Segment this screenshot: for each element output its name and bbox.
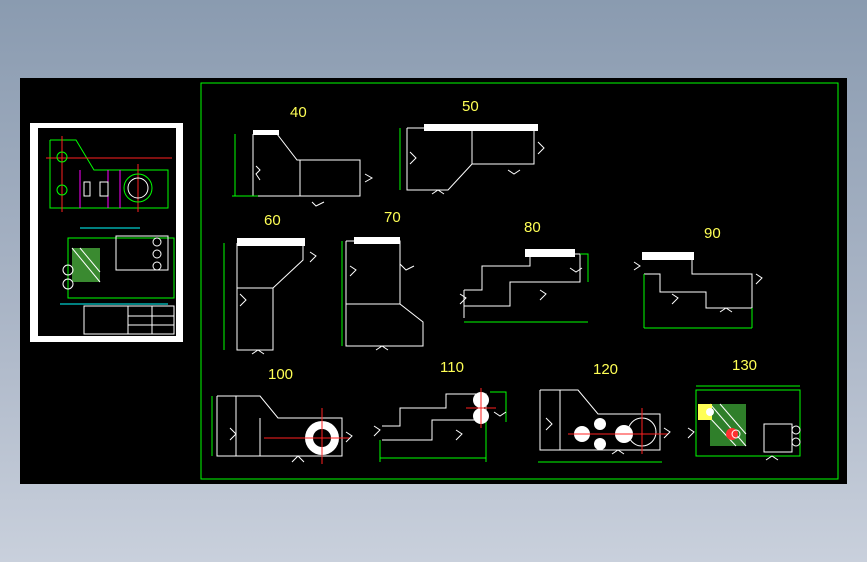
- step-70-drawing: [341, 237, 424, 351]
- part-top-view: [46, 136, 172, 212]
- cad-viewport[interactable]: 40 50 60 70 80 90 100 110 120 130: [20, 78, 847, 484]
- step-label-70: 70: [384, 209, 401, 226]
- step-label-60: 60: [264, 212, 281, 229]
- step-label-40: 40: [290, 104, 307, 121]
- step-60-drawing: [223, 238, 317, 355]
- step-90-drawing: [633, 252, 763, 329]
- process-frame: [200, 82, 839, 480]
- step-130-drawing: [687, 385, 801, 461]
- step-50-drawing: [399, 124, 545, 195]
- step-100-drawing: [211, 395, 353, 464]
- step-label-130: 130: [732, 357, 757, 374]
- step-110-drawing: [373, 388, 507, 462]
- step-120-drawing: [538, 389, 671, 463]
- part-section-view: [60, 227, 175, 305]
- step-label-80: 80: [524, 219, 541, 236]
- step-label-90: 90: [704, 225, 721, 242]
- step-label-110: 110: [440, 359, 464, 376]
- title-block: [83, 305, 175, 335]
- part-drawing-sheet: [30, 123, 183, 342]
- step-40-drawing: [232, 130, 374, 207]
- step-label-120: 120: [593, 361, 618, 378]
- step-label-100: 100: [268, 366, 293, 383]
- step-label-50: 50: [462, 98, 479, 115]
- step-80-drawing: [459, 249, 589, 323]
